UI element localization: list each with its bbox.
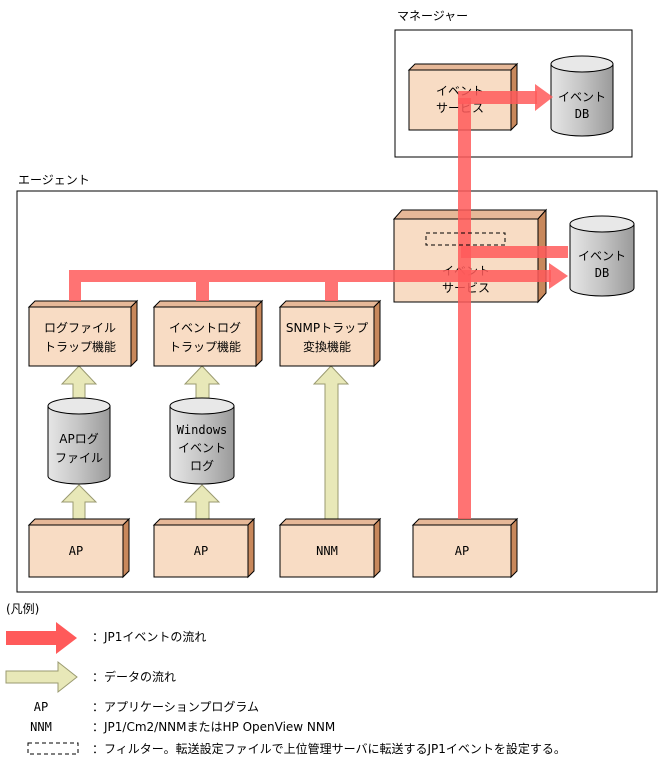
svg-text:：アプリケーションプログラム: ：アプリケーションプログラム (92, 700, 259, 714)
legend-title: (凡例) (6, 602, 39, 616)
svg-text:トラップ機能: トラップ機能 (169, 339, 241, 354)
agent-event-db-cylinder: イベント DB (569, 215, 635, 297)
svg-text:DB: DB (575, 107, 589, 121)
svg-text:：フィルター。転送設定ファイルで上位管理サーバに転送するJP: ：フィルター。転送設定ファイルで上位管理サーバに転送するJP1イベントを設定する… (92, 741, 566, 756)
svg-text:NNM: NNM (316, 544, 338, 558)
svg-text:DB: DB (595, 266, 609, 280)
eventlog-trap-box: イベントログ トラップ機能 (152, 299, 264, 368)
jp1-flow-stub-snmp (325, 282, 338, 301)
data-arrow-ap2-to-eventlog (183, 484, 221, 521)
svg-text:イベント: イベント (578, 249, 626, 263)
jp1-flow-vertical (458, 98, 471, 519)
ap-box-3: AP (411, 517, 519, 579)
svg-text:イベントログ: イベントログ (169, 321, 241, 335)
filter-box (425, 232, 506, 246)
data-arrow-logfile-to-trap (60, 365, 98, 401)
svg-text:ファイル: ファイル (55, 451, 103, 465)
legend-jp1-arrow (6, 622, 77, 654)
ap-box-1: AP (27, 517, 131, 579)
ap-box-2: AP (152, 517, 256, 579)
svg-text:：データの流れ: ：データの流れ (92, 669, 176, 684)
svg-text:AP: AP (34, 700, 48, 714)
svg-text:イベント: イベント (558, 90, 606, 104)
svg-text:変換機能: 変換機能 (303, 339, 351, 354)
jp1-flow-to-agent-db-head (549, 263, 568, 289)
snmp-trap-box: SNMPトラップ 変換機能 (278, 299, 382, 368)
jp1-flow-filter-branch (461, 246, 568, 258)
svg-text:ログ: ログ (190, 459, 214, 473)
windows-eventlog-cylinder: Windows イベント ログ (169, 397, 235, 485)
svg-text:SNMPトラップ: SNMPトラップ (286, 321, 368, 335)
svg-text:APログ: APログ (59, 432, 98, 446)
svg-text:：JP1イベントの流れ: ：JP1イベントの流れ (92, 630, 206, 644)
svg-text:AP: AP (69, 544, 83, 558)
manager-title: マネージャー (397, 9, 468, 23)
svg-text:AP: AP (194, 544, 208, 558)
legend-data-arrow (5, 660, 78, 694)
svg-text:Windows: Windows (177, 423, 228, 437)
jp1-flow-stub-logfile (69, 282, 81, 301)
jp1-flow-stub-eventlog (196, 282, 209, 301)
jp1-flow-to-manager-db-head (535, 84, 553, 111)
jp1-flow-to-manager-db (458, 91, 537, 104)
svg-text:イベント: イベント (178, 441, 226, 455)
data-arrow-nnm-to-snmp (312, 365, 350, 521)
legend: (凡例) ：JP1イベントの流れ ：データの流れ AP ：アプリケーションプログ… (5, 602, 566, 756)
manager-event-db-cylinder: イベント DB (550, 55, 614, 137)
ap-logfile-cylinder: APログ ファイル (47, 397, 111, 485)
agent-title: エージェント (18, 173, 90, 187)
logfile-trap-box: ログファイル トラップ機能 (27, 299, 139, 368)
svg-text:：JP1/Cm2/NNMまたはHP OpenView NNM: ：JP1/Cm2/NNMまたはHP OpenView NNM (92, 720, 335, 734)
svg-text:NNM: NNM (30, 720, 52, 734)
data-arrow-ap1-to-logfile (60, 484, 98, 521)
legend-filter-symbol (27, 742, 79, 755)
data-arrow-eventlog-to-trap (183, 365, 221, 401)
jp1-flow-collector (69, 270, 551, 282)
nnm-box: NNM (278, 517, 382, 579)
svg-text:AP: AP (455, 544, 469, 558)
svg-text:ログファイル: ログファイル (44, 321, 116, 335)
data-flow-arrows (60, 365, 350, 521)
jp1-event-flow-arrows (69, 84, 568, 519)
svg-text:トラップ機能: トラップ機能 (44, 339, 116, 354)
